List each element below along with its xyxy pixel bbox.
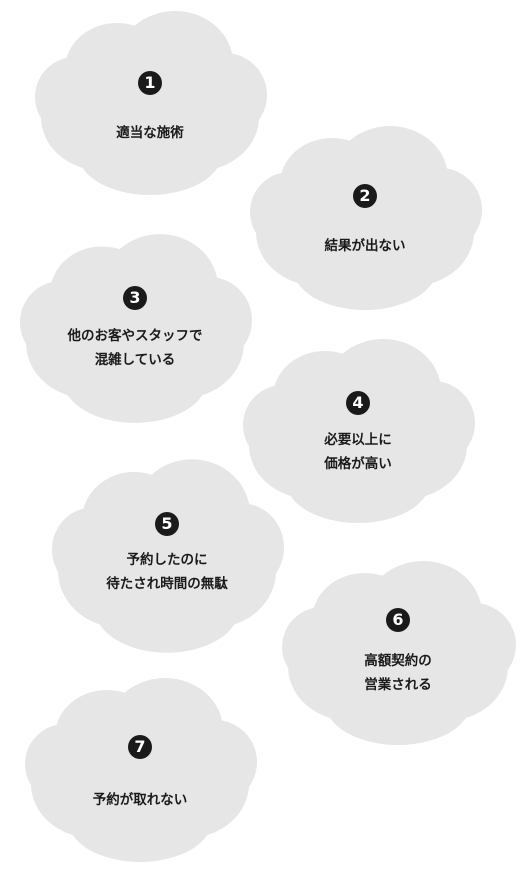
cloud-3: 3 他のお客やスタッフで 混雑している bbox=[10, 228, 260, 428]
cloud-4: 4 必要以上に 価格が高い bbox=[233, 333, 483, 528]
cloud-shape bbox=[35, 11, 267, 195]
cloud-number-badge: 7 bbox=[128, 735, 152, 759]
cloud-puff bbox=[52, 507, 132, 592]
cloud-puff bbox=[68, 778, 212, 862]
cloud-puff bbox=[20, 281, 100, 364]
cloud-puff bbox=[325, 661, 471, 745]
cloud-2: 2 結果が出ない bbox=[240, 120, 490, 315]
cloud-puff bbox=[431, 603, 516, 687]
cloud-puff bbox=[25, 724, 105, 804]
cloud-7: 7 予約が取れない bbox=[15, 672, 265, 867]
cloud-number-badge: 3 bbox=[123, 286, 147, 310]
cloud-label: 高額契約の 営業される bbox=[364, 653, 432, 693]
cloud-puff bbox=[398, 168, 482, 252]
cloud-5: 5 予約したのに 待たされ時間の無駄 bbox=[42, 453, 292, 658]
cloud-puff bbox=[286, 439, 430, 523]
cloud-puff bbox=[200, 503, 284, 592]
cloud-puff bbox=[282, 607, 363, 687]
cloud-shape bbox=[52, 459, 284, 653]
cloud-puff bbox=[293, 226, 437, 310]
cloud-puff bbox=[250, 172, 330, 252]
cloud-shape bbox=[20, 234, 252, 423]
cloud-puff bbox=[168, 277, 252, 364]
cloud-puff bbox=[95, 564, 239, 653]
cloud-shape bbox=[250, 126, 482, 310]
cloud-number-badge: 2 bbox=[353, 184, 377, 208]
cloud-label: 予約したのに 待たされ時間の無駄 bbox=[106, 552, 228, 592]
cloud-6: 6 高額契約の 営業される bbox=[272, 555, 524, 750]
cloud-number-badge: 5 bbox=[155, 512, 179, 536]
cloud-puff bbox=[243, 385, 323, 465]
cloud-puff bbox=[78, 111, 222, 195]
cloud-label: 適当な施術 bbox=[116, 125, 184, 141]
cloud-label: 他のお客やスタッフで 混雑している bbox=[67, 328, 203, 368]
cloud-number-badge: 6 bbox=[386, 608, 410, 632]
cloud-puff bbox=[173, 720, 257, 804]
cloud-puff bbox=[391, 381, 475, 465]
cloud-puff bbox=[35, 57, 115, 137]
cloud-number-badge: 4 bbox=[346, 391, 370, 415]
cloud-puff bbox=[183, 53, 267, 137]
cloud-label: 必要以上に 価格が高い bbox=[324, 432, 392, 472]
cloud-label: 結果が出ない bbox=[324, 238, 406, 254]
cloud-1: 1 適当な施術 bbox=[25, 5, 275, 200]
cloud-shape bbox=[243, 339, 475, 523]
cloud-shape bbox=[282, 561, 516, 745]
cloud-number-badge: 1 bbox=[138, 71, 162, 95]
cloud-puff bbox=[63, 336, 207, 423]
cloud-label: 予約が取れない bbox=[92, 792, 188, 808]
cloud-shape bbox=[25, 678, 257, 862]
